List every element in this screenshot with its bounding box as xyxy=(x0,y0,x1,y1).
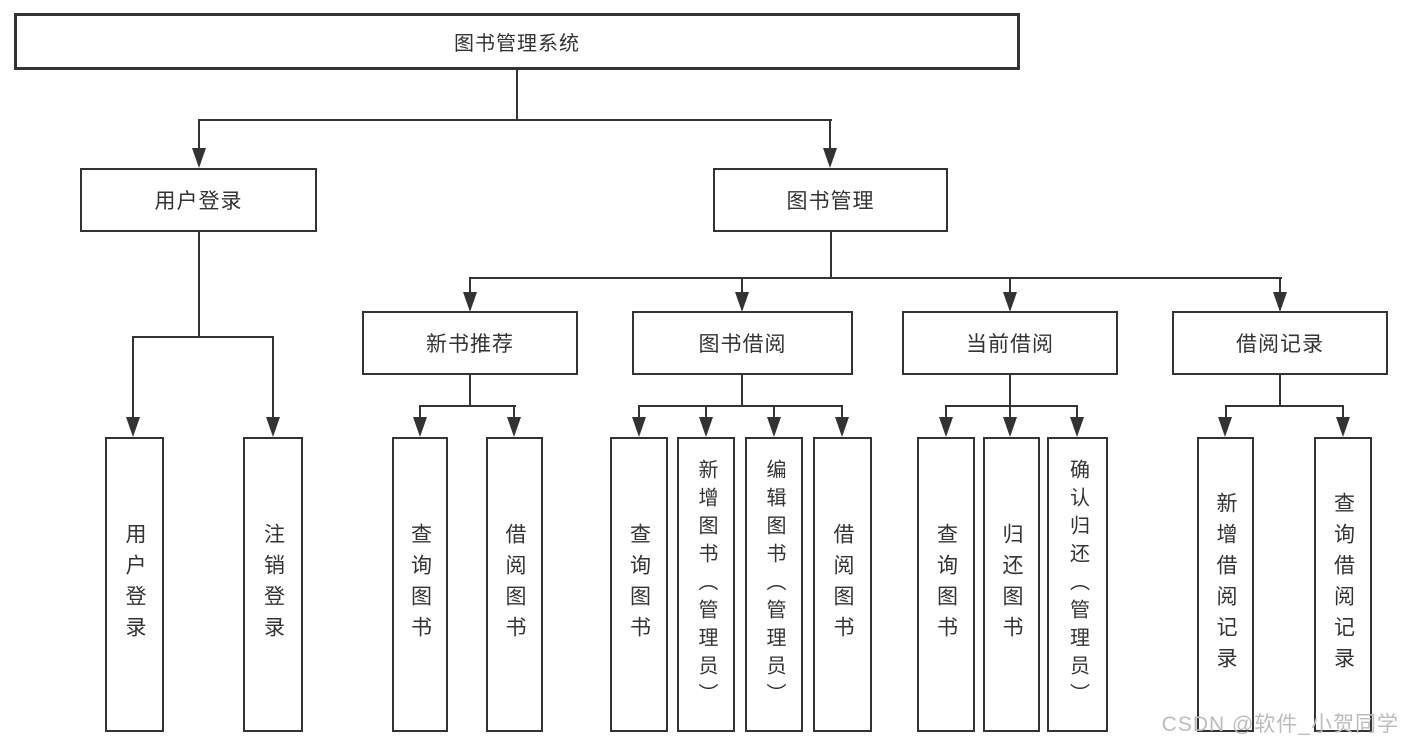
node-book-borrow: 图书借阅 xyxy=(632,311,853,375)
node-user-login: 用户登录 xyxy=(80,168,317,232)
connector-line xyxy=(1009,279,1011,292)
connector-line xyxy=(1009,375,1011,407)
connector-line xyxy=(132,338,134,417)
connector-line xyxy=(419,407,421,417)
arrowhead-icon xyxy=(1070,417,1084,437)
connector-line xyxy=(1009,407,1011,417)
leaf-query-books-borrow: 查询图书 xyxy=(610,437,668,732)
connector-line xyxy=(198,119,832,121)
node-current-borrow: 当前借阅 xyxy=(902,311,1118,375)
arrowhead-icon xyxy=(1003,292,1017,312)
connector-line xyxy=(513,407,515,417)
arrowhead-icon xyxy=(1336,417,1350,437)
connector-line xyxy=(638,407,640,417)
connector-line xyxy=(132,336,274,338)
leaf-query-books-recommend: 查询图书 xyxy=(392,437,448,732)
node-book-management: 图书管理 xyxy=(713,168,948,232)
connector-line xyxy=(705,407,707,417)
connector-line xyxy=(469,375,471,407)
connector-line xyxy=(198,232,200,336)
leaf-edit-books-admin: 编辑图书（管理员） xyxy=(745,437,803,732)
node-borrow-record: 借阅记录 xyxy=(1172,311,1388,375)
arrowhead-icon xyxy=(1273,292,1287,312)
connector-line xyxy=(1076,407,1078,417)
leaf-query-books-current: 查询图书 xyxy=(917,437,975,732)
arrowhead-icon xyxy=(823,148,837,168)
connector-line xyxy=(1225,405,1344,407)
arrowhead-icon xyxy=(735,292,749,312)
connector-line xyxy=(272,338,274,417)
connector-line xyxy=(1342,407,1344,417)
connector-line xyxy=(198,121,200,149)
connector-line xyxy=(1279,279,1281,292)
arrowhead-icon xyxy=(126,417,140,437)
arrowhead-icon xyxy=(463,292,477,312)
connector-line xyxy=(1225,407,1227,417)
leaf-logout: 注销登录 xyxy=(243,437,303,732)
leaf-confirm-return-admin: 确认归还（管理员） xyxy=(1047,437,1108,732)
connector-line xyxy=(741,375,743,407)
arrowhead-icon xyxy=(413,417,427,437)
connector-line xyxy=(469,279,471,292)
connector-line xyxy=(638,405,843,407)
arrowhead-icon xyxy=(632,417,646,437)
node-new-book-recommend: 新书推荐 xyxy=(362,311,578,375)
arrowhead-icon xyxy=(939,417,953,437)
connector-line xyxy=(830,232,832,278)
connector-line xyxy=(1279,375,1281,407)
leaf-return-books: 归还图书 xyxy=(983,437,1040,732)
leaf-borrow-books-recommend: 借阅图书 xyxy=(486,437,543,732)
connector-line xyxy=(773,407,775,417)
arrowhead-icon xyxy=(699,417,713,437)
connector-line xyxy=(419,405,516,407)
arrowhead-icon xyxy=(835,417,849,437)
connector-line xyxy=(516,70,518,121)
leaf-add-borrow-record: 新增借阅记录 xyxy=(1197,437,1254,732)
connector-line xyxy=(829,121,831,149)
arrowhead-icon xyxy=(767,417,781,437)
watermark: CSDN @软件_小贺同学 xyxy=(1161,713,1399,736)
leaf-user-login: 用户登录 xyxy=(105,437,164,732)
leaf-borrow-books: 借阅图书 xyxy=(813,437,872,732)
arrowhead-icon xyxy=(266,417,280,437)
leaf-add-books-admin: 新增图书（管理员） xyxy=(677,437,735,732)
connector-line xyxy=(741,279,743,292)
node-root: 图书管理系统 xyxy=(14,13,1020,70)
arrowhead-icon xyxy=(507,417,521,437)
connector-line xyxy=(469,277,1282,279)
arrowhead-icon xyxy=(1003,417,1017,437)
arrowhead-icon xyxy=(1218,417,1232,437)
connector-line xyxy=(945,405,1078,407)
leaf-query-borrow-record: 查询借阅记录 xyxy=(1314,437,1372,732)
arrowhead-icon xyxy=(192,148,206,168)
connector-line xyxy=(945,407,947,417)
connector-line xyxy=(841,407,843,417)
